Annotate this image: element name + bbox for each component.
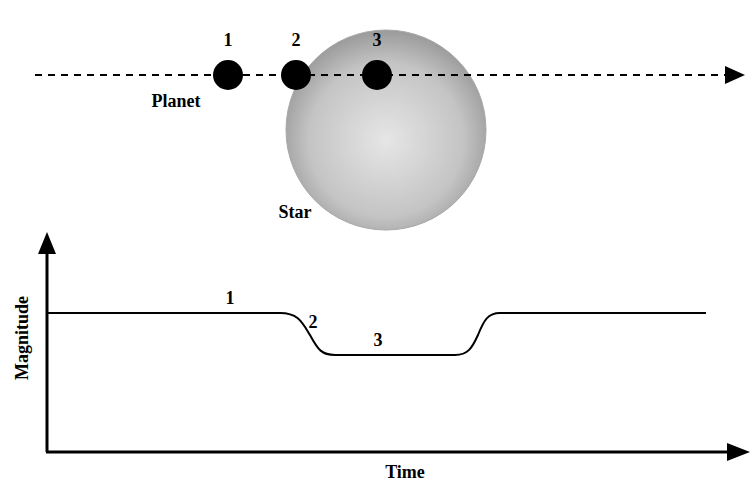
curve-number: 2 bbox=[309, 313, 318, 331]
axis-label: Time bbox=[385, 463, 425, 481]
star-label: Star bbox=[279, 203, 312, 221]
curve-number: 3 bbox=[374, 331, 383, 349]
position-number: 1 bbox=[224, 31, 233, 49]
planet-dot bbox=[281, 60, 311, 90]
orbit-arrowhead bbox=[725, 66, 745, 84]
planet-dot bbox=[362, 60, 392, 90]
planet-dot bbox=[213, 60, 243, 90]
x-axis-arrowhead bbox=[727, 443, 750, 461]
y-axis bbox=[46, 252, 49, 452]
y-axis-arrowhead bbox=[38, 232, 56, 254]
position-number: 3 bbox=[373, 31, 382, 49]
axis-label: Magnitude bbox=[13, 296, 31, 380]
planet-label: Planet bbox=[152, 92, 201, 110]
x-axis bbox=[46, 451, 728, 454]
light-curve bbox=[47, 313, 706, 355]
star-disc bbox=[286, 30, 486, 230]
curve-number: 1 bbox=[226, 289, 235, 307]
position-number: 2 bbox=[292, 31, 301, 49]
